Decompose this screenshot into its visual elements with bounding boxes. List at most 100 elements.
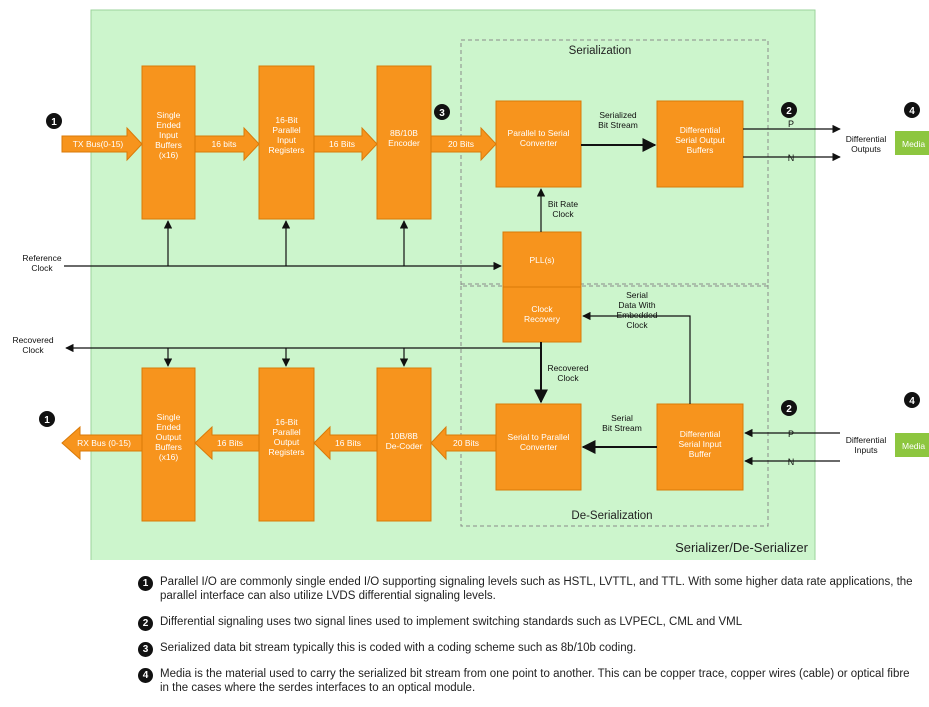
label-line: Reference [22, 253, 61, 263]
n-out-label: N [788, 153, 795, 163]
label-line: (x16) [159, 452, 179, 462]
media-bottom-label: Media [902, 441, 925, 451]
rx-bus-arrow [61, 425, 143, 461]
label-line: Differential [680, 125, 721, 135]
label-line: 16 Bits [329, 139, 355, 149]
note-number-badge: 4 [138, 668, 153, 683]
encoder-block [376, 65, 432, 220]
label-line: Bit Rate [548, 199, 579, 209]
marker-1-rx: 1 [39, 411, 55, 427]
label-line: Media [902, 441, 925, 451]
tx-input-buffers-block [141, 65, 196, 220]
marker-3-text: 3 [439, 108, 445, 119]
label-line: Serial [611, 413, 633, 423]
label-line: Clock [531, 304, 553, 314]
p2s-block [495, 100, 582, 188]
label-line: 20 Bits [448, 139, 474, 149]
marker-1-tx: 1 [46, 113, 62, 129]
label-line: Clock [22, 345, 44, 355]
serdes-title: Serializer/De-Serializer [675, 540, 809, 555]
media-top-box [895, 131, 929, 155]
pll-block [502, 231, 582, 288]
p-out-label: P [788, 119, 794, 129]
label-line: Single [157, 110, 181, 120]
label-line: Serial to Parallel [508, 432, 570, 442]
label-line: Output [274, 437, 300, 447]
label-line: PLL(s) [529, 255, 554, 265]
label-line: De-Coder [386, 441, 423, 451]
label-line: Differential [680, 429, 721, 439]
label-line: Encoder [388, 138, 420, 148]
tx-16bits-label: 16 bits [211, 139, 236, 149]
marker-4-rx-text: 4 [909, 396, 915, 407]
label-line: Recovered [547, 363, 588, 373]
label-line: 10B/8B [390, 431, 418, 441]
label-line: 16-Bit [275, 417, 298, 427]
marker-3: 3 [434, 104, 450, 120]
label-line: P [788, 429, 794, 439]
label-line: Serial [626, 290, 648, 300]
label-line: De-Serialization [571, 510, 652, 522]
marker-4-rx: 4 [904, 392, 920, 408]
label-line: Registers [269, 145, 305, 155]
label-line: Media [902, 139, 925, 149]
label-line: Converter [520, 138, 557, 148]
label-line: Parallel to Serial [508, 128, 570, 138]
note-number-badge: 2 [138, 616, 153, 631]
label-line: Serializer/De-Serializer [675, 540, 809, 555]
rx-20bits-arrow [430, 425, 497, 461]
label-line: Differential [846, 134, 887, 144]
marker-2-tx-text: 2 [786, 106, 792, 117]
tx-16bits-arrow [194, 126, 260, 162]
rx-registers-block [258, 367, 315, 522]
n-in-label: N [788, 457, 795, 467]
rx-16bits-arrow-b [313, 425, 378, 461]
deserialization-title: De-Serialization [571, 510, 652, 522]
label-line: Parallel [272, 427, 300, 437]
marker-1-tx-text: 1 [51, 117, 57, 128]
note-number-badge: 3 [138, 642, 153, 657]
label-line: Data With [618, 300, 656, 310]
marker-4-tx: 4 [904, 102, 920, 118]
label-line: Output [156, 432, 182, 442]
clock-recovery-block [502, 286, 582, 343]
s2p-block [495, 403, 582, 491]
tx-20bits-label: 20 Bits [448, 139, 474, 149]
label-line: Buffers [687, 145, 714, 155]
note-text: Serialized data bit stream typically thi… [160, 642, 637, 654]
media-bottom-box [895, 433, 929, 457]
marker-4-tx-text: 4 [909, 106, 915, 117]
label-line: 16 Bits [335, 438, 361, 448]
label-line: Input [277, 135, 297, 145]
rx-16bits-b-label: 16 Bits [335, 438, 361, 448]
rx-output-buffers-block [141, 367, 196, 522]
label-line: Serial Input [679, 439, 723, 449]
note-text: Parallel I/O are commonly single ended I… [160, 576, 913, 602]
label-line: Serialized [599, 110, 637, 120]
tx-registers-block [258, 65, 315, 220]
label-line: Parallel [272, 125, 300, 135]
note-item: 2 Differential signaling uses two signal… [138, 615, 918, 631]
note-item: 1 Parallel I/O are commonly single ended… [138, 575, 918, 603]
tx-16Bits-label: 16 Bits [329, 139, 355, 149]
label-line: Bit Stream [598, 120, 638, 130]
label-line: Serialization [569, 45, 632, 57]
label-line: Single [157, 412, 181, 422]
label-line: Converter [520, 442, 557, 452]
tx-bus-arrow [61, 126, 143, 162]
